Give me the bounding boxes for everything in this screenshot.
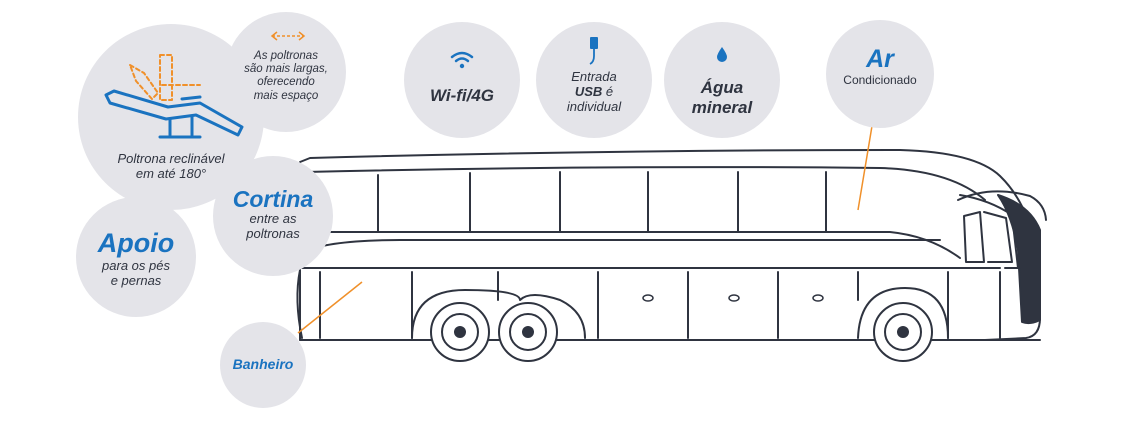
wifi-bubble [404, 22, 520, 138]
water-label: Água mineral [691, 78, 753, 117]
usb-icon [589, 37, 598, 65]
water-bubble [664, 22, 780, 138]
wide-seats-label: As poltronas são mais largas, oferecendo… [244, 50, 328, 102]
wide-seats-bubble [226, 12, 346, 132]
rear-wheel-2 [498, 302, 558, 362]
seat-icon [104, 54, 244, 139]
wifi-icon [450, 51, 474, 69]
reclining-label: Poltrona reclinável em até 180° [117, 151, 225, 181]
wifi-label: Wi-fi/4G [429, 86, 495, 105]
air-bubble [826, 20, 934, 128]
curtain-bubble [213, 156, 333, 276]
air-label: Ar Condicionado [826, 45, 934, 88]
air-leader-line [857, 119, 874, 211]
support-title: Apoio [97, 228, 175, 258]
front-wheel [873, 302, 933, 362]
support-bubble [76, 197, 196, 317]
arrows-icon [270, 31, 306, 41]
rear-wheel-1 [430, 302, 490, 362]
water-drop-icon [717, 47, 727, 62]
bathroom-label: Banheiro [232, 356, 294, 372]
usb-bold: USB [574, 83, 603, 99]
usb-label: Entrada USB é individual [566, 69, 622, 114]
bathroom-leader-line [297, 281, 363, 334]
curtain-label: Cortina entre as poltronas [213, 186, 333, 242]
air-title: Ar [866, 45, 894, 73]
support-label: Apoio para os pés e pernas [76, 228, 196, 289]
bathroom-bubble [220, 322, 306, 408]
curtain-title: Cortina [232, 186, 314, 212]
